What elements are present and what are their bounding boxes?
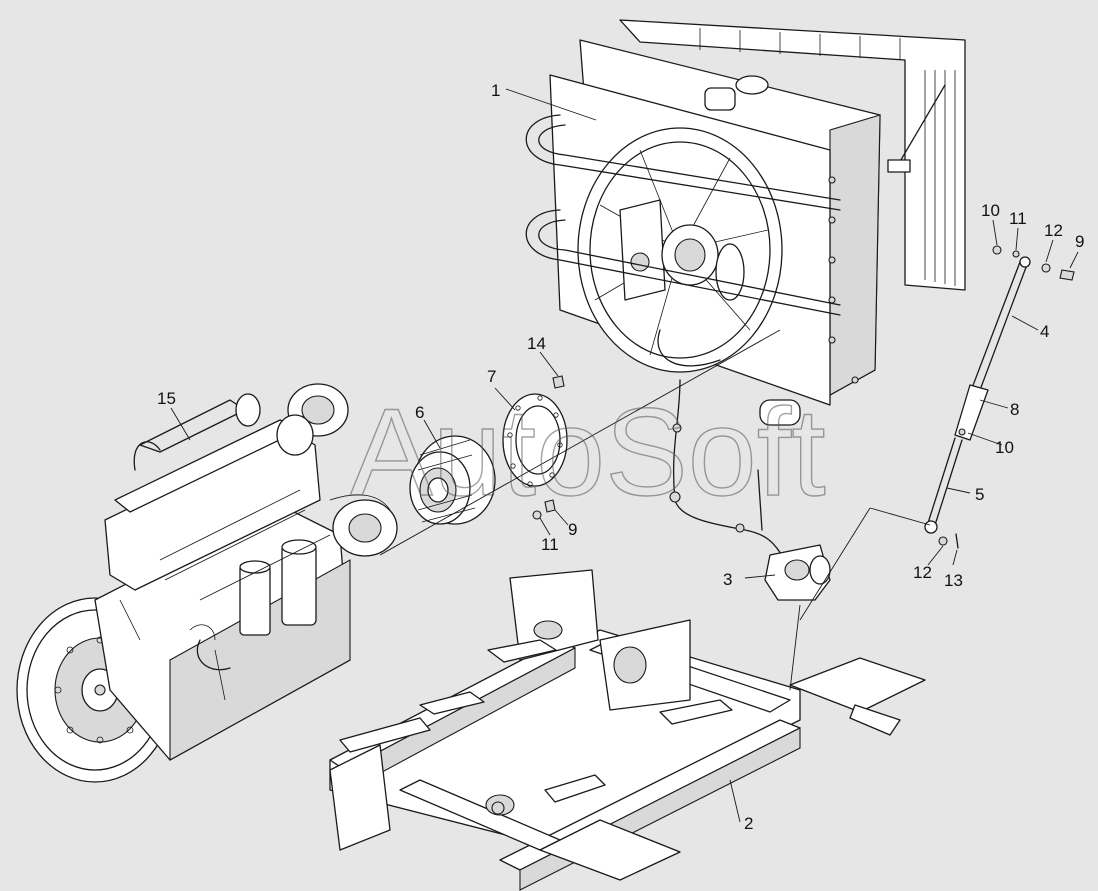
callout-9-upper: 9 — [1075, 232, 1084, 251]
callout-9-lower: 9 — [568, 520, 577, 539]
tie-rod-top-fasteners — [992, 245, 1075, 281]
engine-part — [16, 383, 398, 783]
callout-8: 8 — [1010, 400, 1019, 419]
frame-part — [329, 569, 926, 891]
leader-lines — [170, 88, 1079, 823]
callout-7: 7 — [487, 367, 496, 386]
hose-part — [669, 379, 786, 561]
callout-12-upper: 12 — [1044, 221, 1063, 240]
callout-12-lower: 12 — [913, 563, 932, 582]
callout-11-lower: 11 — [541, 535, 559, 554]
callout-6: 6 — [415, 403, 424, 422]
flange-fasteners — [532, 375, 565, 520]
radiator-part — [525, 19, 966, 426]
flange-plate-part — [502, 393, 568, 487]
callout-11-upper: 11 — [1009, 209, 1027, 228]
callout-3: 3 — [723, 570, 732, 589]
callout-15: 15 — [157, 389, 176, 408]
bracket-part — [764, 544, 831, 601]
pulley-part — [409, 435, 496, 525]
tie-rod-assembly — [924, 256, 1031, 549]
callout-13: 13 — [944, 571, 963, 590]
autosoft-watermark: AutoSoft — [350, 384, 826, 522]
callout-5: 5 — [975, 485, 984, 504]
callout-10-lower: 10 — [995, 438, 1014, 457]
callout-14: 14 — [527, 334, 546, 353]
callout-labels: 1 2 3 4 5 6 7 8 9 9 10 10 11 11 12 12 13… — [157, 81, 1084, 833]
callout-2: 2 — [744, 814, 753, 833]
callout-1: 1 — [491, 81, 500, 100]
callout-4: 4 — [1040, 322, 1049, 341]
callout-10-upper: 10 — [981, 201, 1000, 220]
